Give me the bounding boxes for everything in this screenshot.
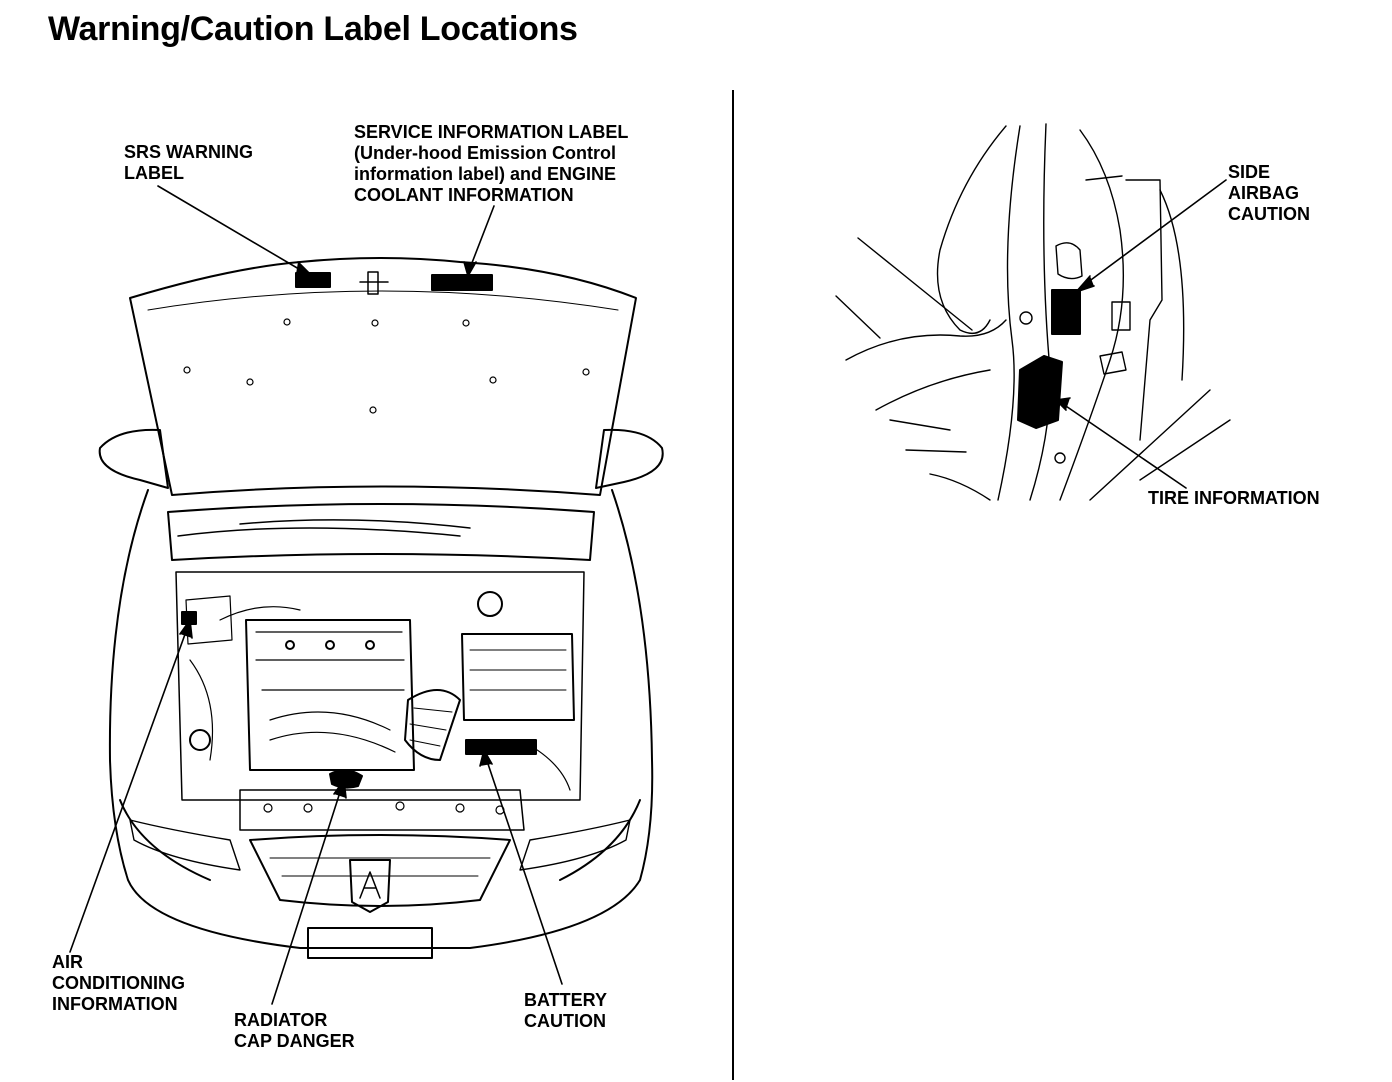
srs-warning-label-marker — [295, 272, 331, 288]
side-airbag-caution-marker — [1051, 289, 1081, 335]
service-information-label-text: SERVICE INFORMATION LABEL (Under-hood Em… — [354, 122, 629, 205]
battery-caution-marker — [465, 739, 537, 755]
battery-caution-text: BATTERY CAUTION — [524, 990, 607, 1031]
tire-information-marker — [1017, 355, 1063, 429]
page-title: Warning/Caution Label Locations — [48, 10, 578, 48]
service-info-label-marker — [431, 274, 493, 291]
side-airbag-caution-text: SIDE AIRBAG CAUTION — [1228, 162, 1310, 224]
leader-lines — [69, 185, 563, 1005]
column-divider — [732, 90, 734, 1080]
radiator-cap-danger-text: RADIATOR CAP DANGER — [234, 1010, 355, 1051]
tire-information-text: TIRE INFORMATION — [1148, 488, 1320, 508]
air-conditioning-information-text: AIR CONDITIONING INFORMATION — [52, 952, 185, 1014]
srs-warning-label-text: SRS WARNING LABEL — [124, 142, 254, 183]
